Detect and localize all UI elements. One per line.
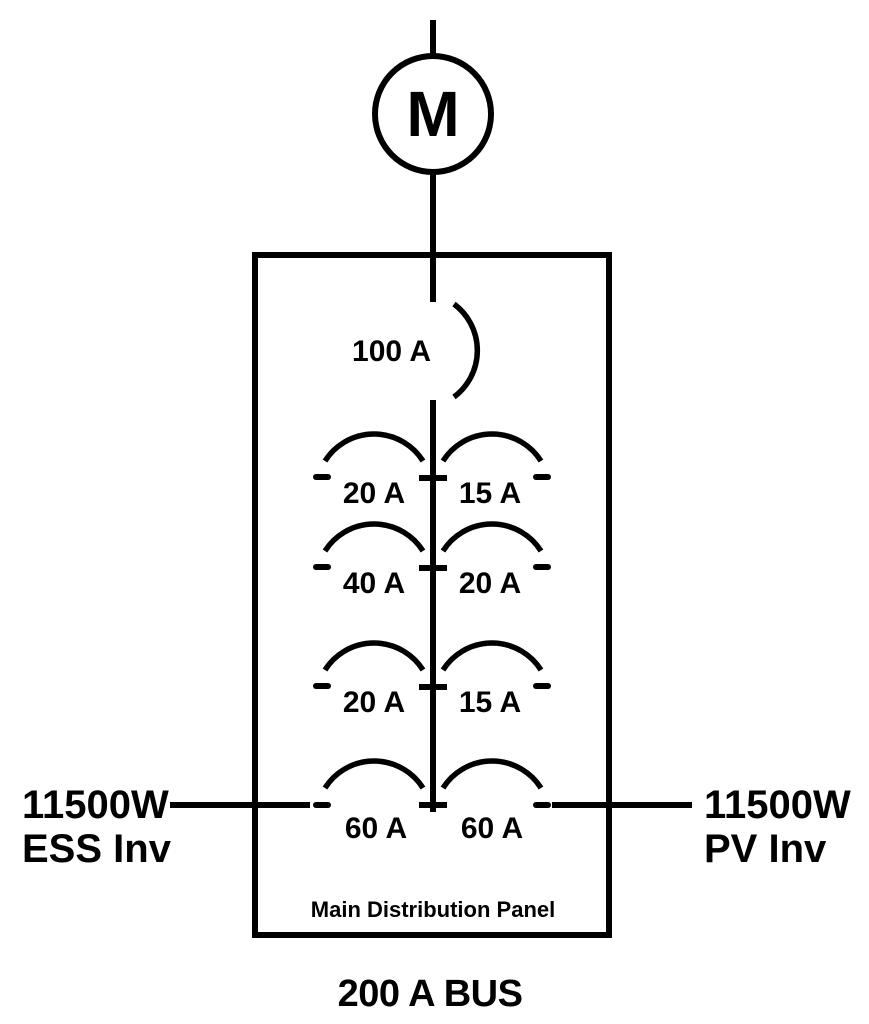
- breaker-label: 20 A: [459, 567, 521, 600]
- breaker-arc: [322, 640, 426, 672]
- breaker-arc: [322, 758, 426, 790]
- breaker-arc: [322, 521, 426, 553]
- bus-rating-label: 200 A BUS: [338, 973, 523, 1015]
- breaker-label: 20 A: [343, 686, 405, 719]
- breaker-label: 60 A: [461, 812, 523, 845]
- panel-label: Main Distribution Panel: [311, 897, 555, 922]
- breaker-arc: [322, 431, 426, 463]
- breaker-label: 40 A: [343, 567, 405, 600]
- breaker-arc: [440, 640, 544, 672]
- main-breaker-arc: [452, 301, 481, 400]
- breaker-label: 15 A: [459, 686, 521, 719]
- breaker-label: 60 A: [345, 812, 407, 845]
- breaker-arc: [440, 521, 544, 553]
- ess-feed-power: 11500W: [22, 783, 169, 827]
- breaker-label: 15 A: [459, 477, 521, 510]
- breaker-label: 20 A: [343, 477, 405, 510]
- panel-box: [252, 252, 612, 938]
- pv-feed-name: PV Inv: [704, 827, 827, 871]
- ess-feed-name: ESS Inv: [22, 827, 172, 871]
- meter-label: M: [406, 78, 459, 150]
- breaker-arc: [440, 758, 544, 790]
- pv-feed-power: 11500W: [704, 783, 851, 827]
- main-breaker-label: 100 A: [352, 335, 431, 368]
- breaker-arc: [440, 431, 544, 463]
